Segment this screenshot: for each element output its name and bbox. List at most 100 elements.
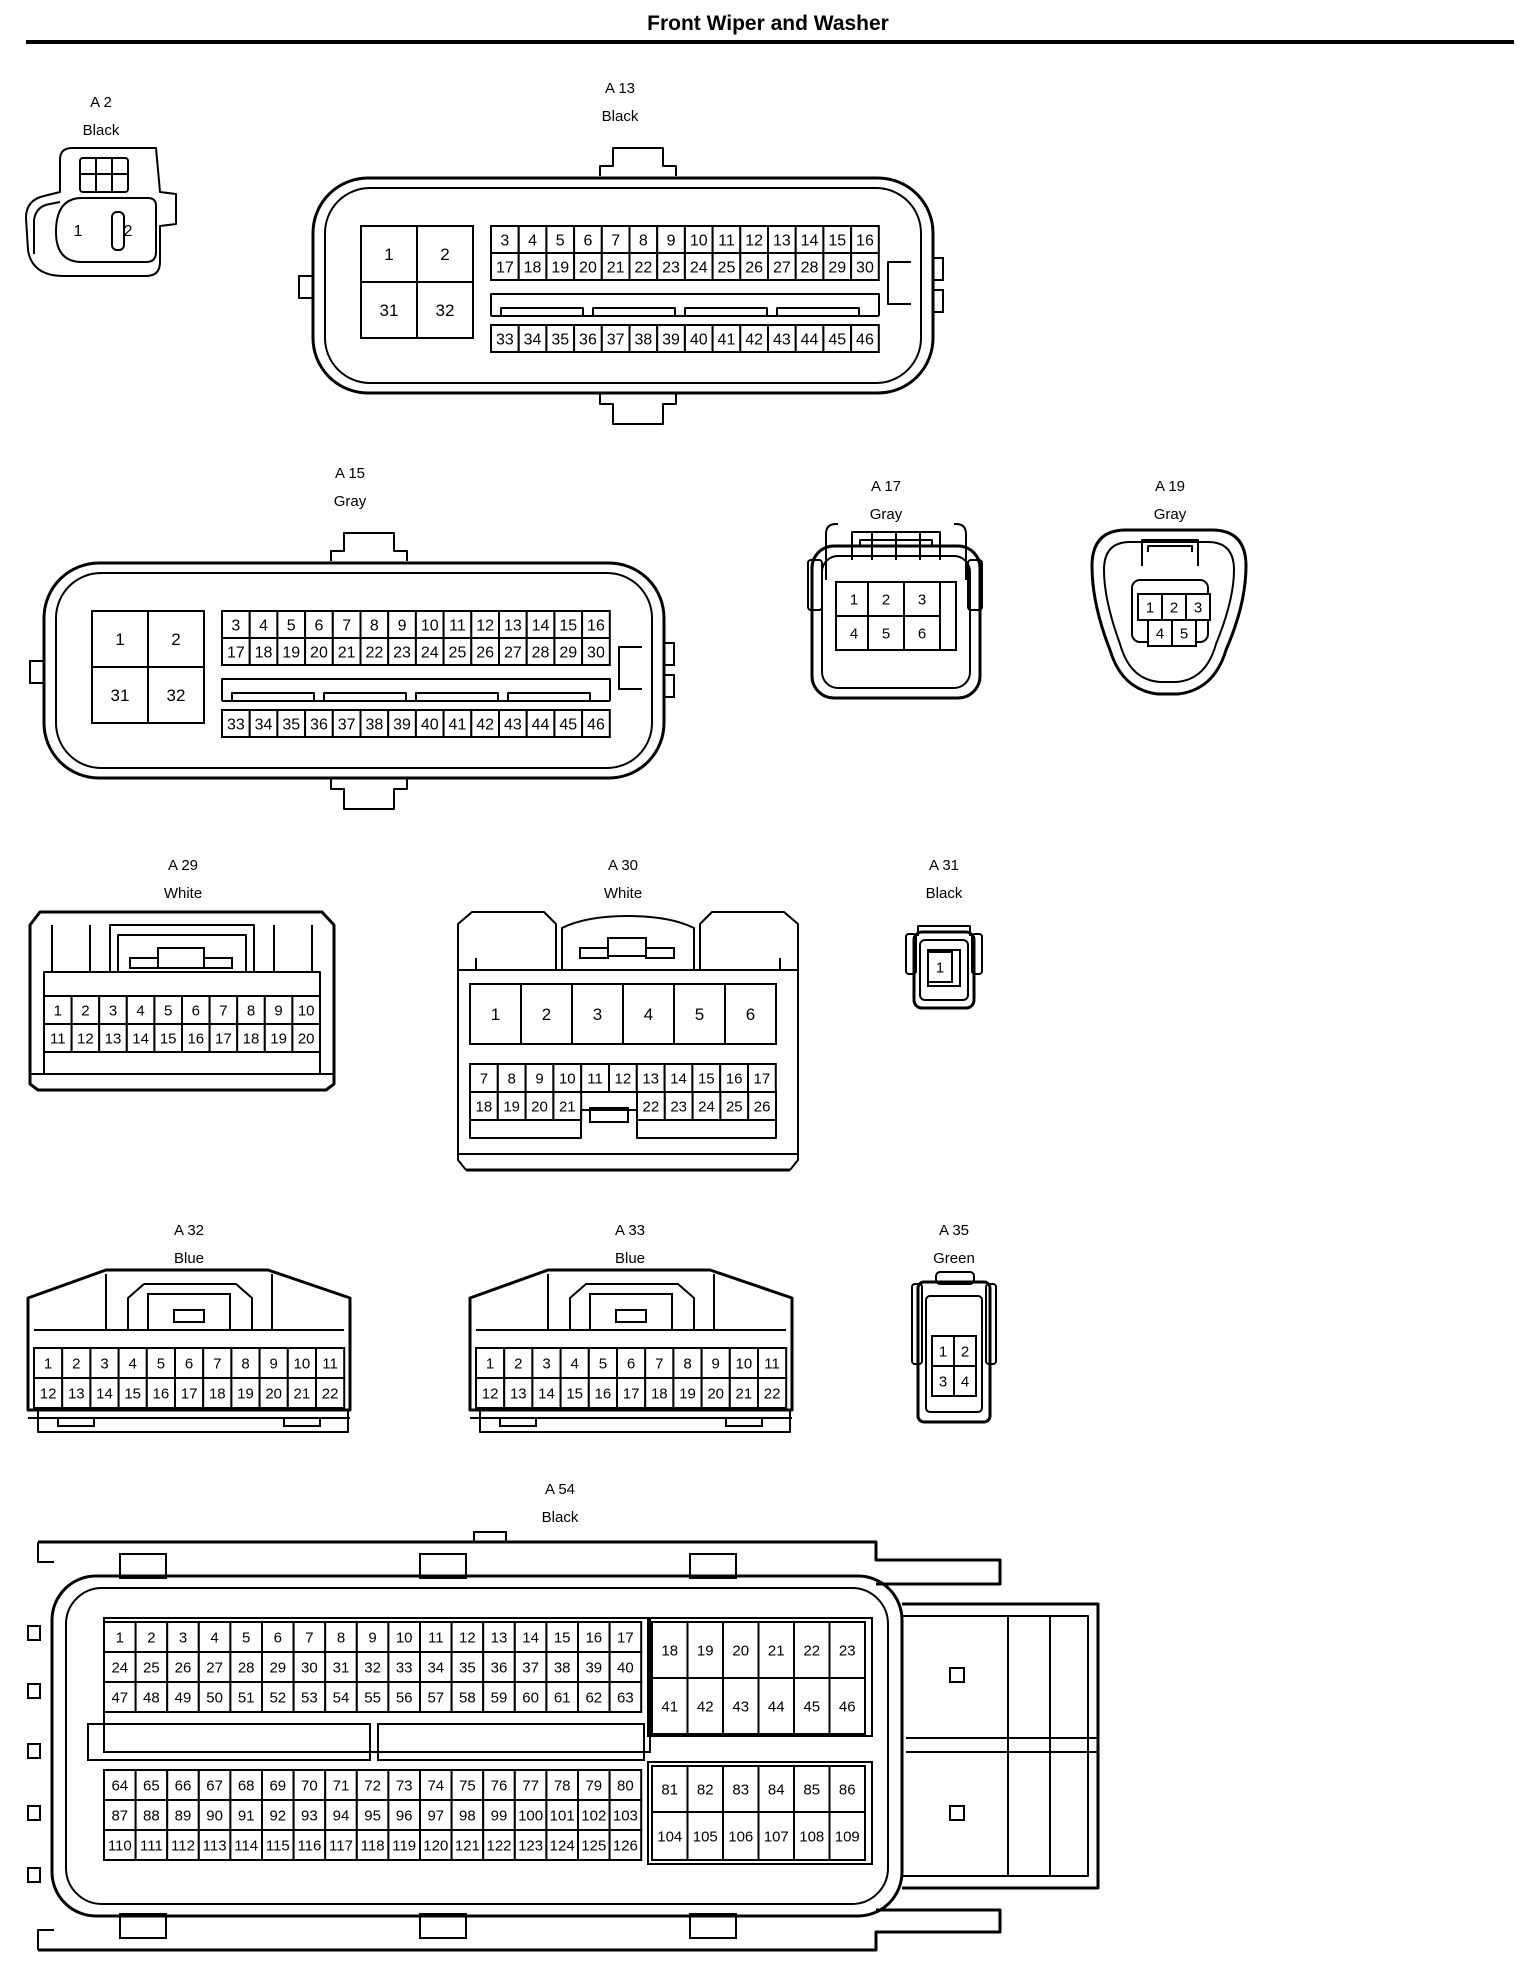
pin-number: 35 <box>282 716 300 733</box>
pin-number: 9 <box>712 1355 720 1372</box>
pin-number: 3 <box>109 1002 117 1019</box>
connector-color: White <box>604 885 642 902</box>
pin-cell <box>513 1651 548 1683</box>
pin-number: 109 <box>835 1828 860 1845</box>
pin-number: 22 <box>643 1098 660 1115</box>
pin-number: 122 <box>486 1837 511 1854</box>
pin-cell <box>91 610 149 668</box>
pin-cell <box>608 1681 643 1713</box>
pin-cell <box>577 1829 611 1861</box>
pin-number: 110 <box>108 1837 132 1854</box>
pin-number: 22 <box>634 259 652 276</box>
pin-cell <box>450 1829 485 1861</box>
pin-number: 40 <box>617 1659 634 1676</box>
pin-number: 98 <box>459 1807 476 1824</box>
pin-number: 43 <box>732 1698 749 1715</box>
pin-number: 11 <box>449 617 466 634</box>
pin-number: 4 <box>961 1373 969 1390</box>
pin-cell <box>1137 593 1163 621</box>
pin-cell <box>490 252 520 281</box>
pin-cell <box>545 1681 580 1713</box>
pin-number: 103 <box>613 1807 638 1824</box>
pin-number: 19 <box>503 1098 520 1115</box>
pin-number: 19 <box>282 644 300 661</box>
pin-number: 113 <box>203 1837 227 1854</box>
pin-cell <box>767 324 797 353</box>
pin-number: 51 <box>238 1689 255 1706</box>
pin-number: 22 <box>764 1385 781 1402</box>
pin-number: 19 <box>237 1385 254 1402</box>
pin-number: 17 <box>215 1030 232 1047</box>
pin-number: 23 <box>670 1098 687 1115</box>
pin-number: 123 <box>518 1837 543 1854</box>
pin-cell <box>324 1681 358 1713</box>
pin-cell <box>552 1091 583 1121</box>
pin-number: 95 <box>364 1807 381 1824</box>
pin-number: 38 <box>554 1659 571 1676</box>
pin-cell <box>117 1377 148 1409</box>
pin-number: 37 <box>522 1659 539 1676</box>
pin-number: 20 <box>732 1642 749 1659</box>
pin-number: 29 <box>828 259 846 276</box>
pin-number: 21 <box>736 1385 753 1402</box>
pin-number: 94 <box>333 1807 350 1824</box>
pin-number: 44 <box>768 1698 785 1715</box>
pin-cell <box>525 709 556 738</box>
pin-number: 41 <box>718 331 736 348</box>
pin-cell <box>89 1377 120 1409</box>
pin-cell <box>577 1621 611 1653</box>
pin-number: 87 <box>111 1807 128 1824</box>
pin-cell <box>360 225 418 283</box>
pin-number: 1 <box>54 1002 62 1019</box>
pin-number: 10 <box>298 1002 315 1019</box>
pin-cell <box>850 324 880 353</box>
pin-number: 4 <box>129 1355 137 1372</box>
connector-id: A 33 <box>615 1222 645 1239</box>
pin-number: 19 <box>551 259 569 276</box>
pin-number: 18 <box>524 259 542 276</box>
pin-cell <box>656 324 686 353</box>
pin-cell <box>221 610 251 639</box>
pin-number: 44 <box>532 716 550 733</box>
pin-cell <box>292 1681 327 1713</box>
pin-number: 2 <box>882 591 890 608</box>
pin-cell <box>608 1769 643 1801</box>
pin-number: 14 <box>132 1030 149 1047</box>
pin-number: 24 <box>690 259 708 276</box>
pin-number: 13 <box>504 617 522 634</box>
pin-number: 71 <box>333 1777 350 1794</box>
pin-cell <box>953 1365 977 1397</box>
pin-number: 77 <box>522 1777 539 1794</box>
pin-cell <box>490 324 520 353</box>
pin-number: 11 <box>587 1070 603 1087</box>
pin-cell <box>229 1651 263 1683</box>
pin-cell <box>927 951 953 983</box>
pin-cell <box>513 1769 548 1801</box>
connector-id: A 54 <box>545 1481 575 1498</box>
pin-number: 125 <box>581 1837 606 1854</box>
pin-number: 63 <box>617 1689 634 1706</box>
pin-number: 3 <box>542 1355 550 1372</box>
pin-number: 2 <box>440 245 449 264</box>
pin-number: 25 <box>449 644 467 661</box>
connector-color: White <box>164 885 202 902</box>
pin-cell <box>387 709 417 738</box>
pin-cell <box>545 252 576 281</box>
pin-number: 82 <box>697 1781 714 1798</box>
pin-number: 21 <box>294 1385 311 1402</box>
pin-cell <box>628 252 659 281</box>
pin-number: 1 <box>116 1629 124 1646</box>
pin-number: 14 <box>538 1385 555 1402</box>
pin-cell <box>496 1091 527 1121</box>
pin-number: 6 <box>583 232 592 249</box>
pin-number: 17 <box>227 644 245 661</box>
pin-number: 31 <box>111 686 130 705</box>
pin-cell <box>360 281 418 339</box>
pin-number: 45 <box>559 716 577 733</box>
pin-cell <box>33 1377 64 1409</box>
pin-number: 88 <box>143 1807 160 1824</box>
pin-number: 9 <box>270 1355 278 1372</box>
pin-number: 12 <box>476 617 494 634</box>
pin-number: 22 <box>322 1385 339 1402</box>
